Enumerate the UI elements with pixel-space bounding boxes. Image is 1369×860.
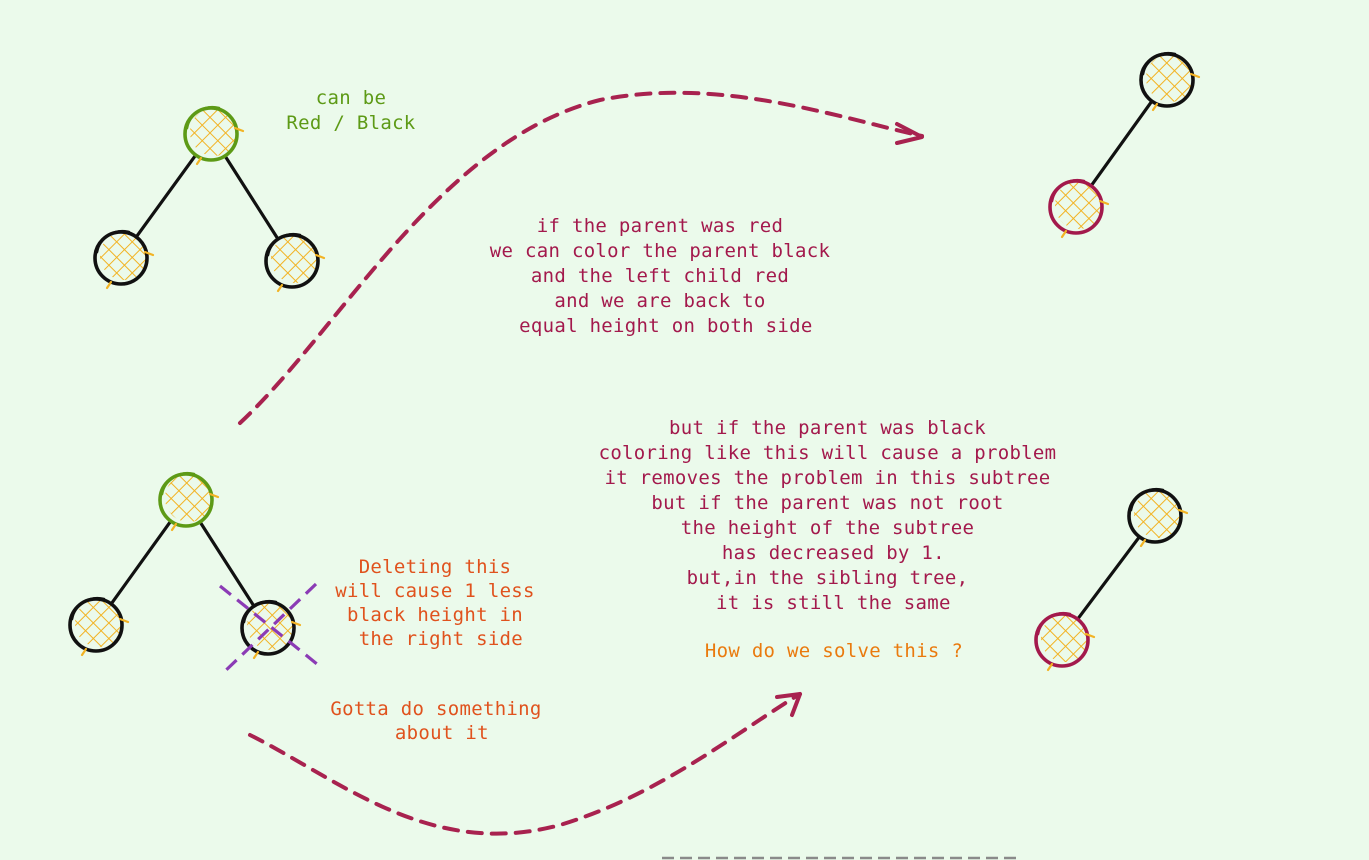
arrows-layer: [238, 90, 924, 836]
node-tree2-root: [158, 471, 220, 532]
node-tree1-left: [93, 229, 155, 290]
edge-tree2-root-tree2-right-deleted: [198, 520, 256, 608]
node-tree1-root: [183, 105, 245, 166]
node-tree2-left: [68, 596, 130, 657]
arrow-bottom-head: [775, 692, 802, 717]
note-can-be-red-black: can be Red / Black: [286, 87, 416, 134]
edge-tree1-root-tree1-right: [223, 154, 280, 241]
deleted-node-cross: [218, 582, 324, 676]
edge-tree2-root-tree2-left: [109, 519, 173, 606]
node-tree4-parent: [1127, 487, 1189, 548]
note-deleting-this: Deleting this will cause 1 less black he…: [335, 556, 535, 650]
note-parent-was-red: if the parent was red we can color the p…: [489, 215, 831, 337]
note-parent-was-black: but if the parent was black coloring lik…: [598, 417, 1057, 614]
arrow-bottom: [248, 692, 802, 836]
note-gotta-do-something: Gotta do something about it: [330, 698, 542, 744]
node-tree4-child: [1034, 611, 1096, 672]
edge-tree3-parent-tree3-child: [1089, 99, 1154, 188]
node-tree3-parent: [1139, 51, 1201, 112]
node-tree3-child: [1048, 178, 1110, 239]
arrow-top: [238, 90, 924, 425]
node-tree1-right: [264, 232, 326, 293]
nodes-layer: [68, 51, 1201, 672]
note-how-do-we-solve: How do we solve this ?: [704, 640, 964, 662]
arrow-top-head: [895, 122, 924, 145]
edge-tree1-root-tree1-left: [134, 153, 198, 239]
edge-tree4-parent-tree4-child: [1075, 535, 1142, 621]
edges-layer: [109, 99, 1154, 621]
